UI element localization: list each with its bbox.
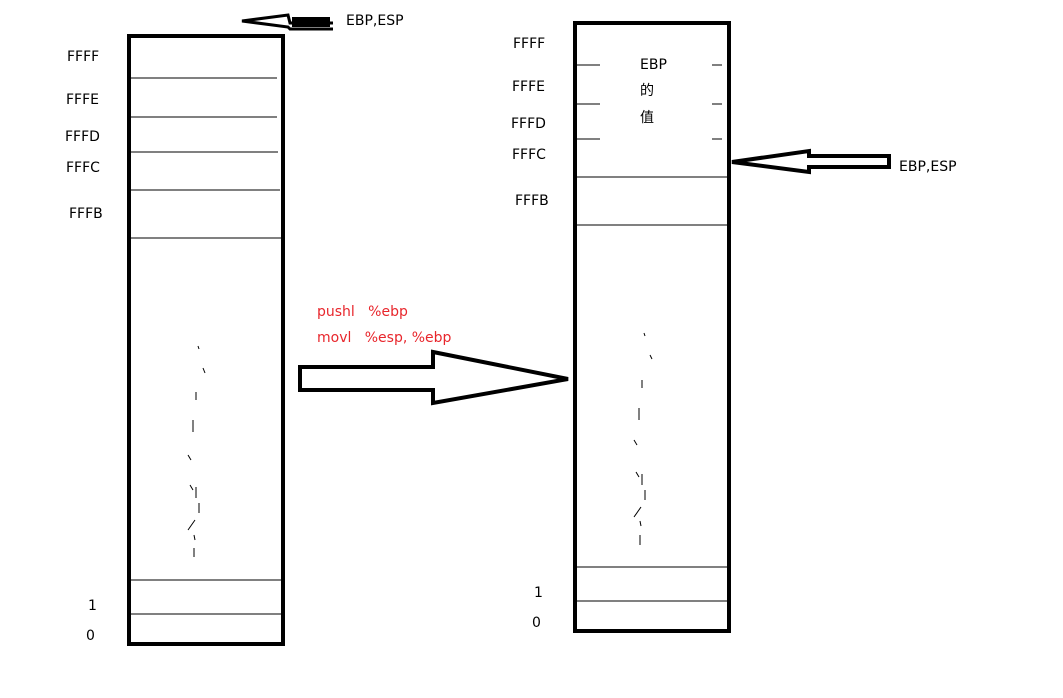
right-stack-frame	[573, 21, 731, 633]
cell-text-zhi: 值	[640, 110, 654, 126]
left-stack-ellipsis	[187, 345, 206, 557]
left-pointer-label: EBP,ESP	[346, 13, 404, 29]
left-address-1: 1	[88, 598, 97, 614]
right-pointer-label: EBP,ESP	[899, 159, 957, 175]
left-address-fffe: FFFE	[66, 92, 100, 108]
right-address-fffc: FFFC	[512, 147, 546, 163]
left-address-fffc: FFFC	[66, 160, 100, 176]
right-pointer-arrow	[731, 148, 891, 175]
cell-text-ebp: EBP	[640, 57, 667, 73]
right-address-0: 0	[532, 615, 541, 631]
left-pointer-arrow-fill	[292, 17, 330, 27]
right-stack-dividers	[577, 64, 727, 602]
left-address-ffff: FFFF	[67, 49, 100, 65]
left-address-fffd: FFFD	[65, 129, 100, 145]
right-address-1: 1	[534, 585, 543, 601]
left-address-fffb: FFFB	[69, 206, 103, 222]
right-address-ffff: FFFF	[513, 36, 546, 52]
right-address-fffb: FFFB	[515, 193, 549, 209]
cell-text-de: 的	[640, 83, 654, 99]
instruction-pushl: pushl %ebp	[317, 304, 408, 320]
left-address-0: 0	[86, 628, 95, 644]
right-stack-ellipsis	[633, 332, 653, 545]
right-address-fffe: FFFE	[512, 79, 546, 95]
left-stack-dividers	[131, 77, 281, 615]
left-stack-frame	[127, 34, 285, 646]
right-address-fffd: FFFD	[511, 116, 546, 132]
instruction-movl: movl %esp, %ebp	[317, 330, 452, 346]
left-pointer-arrow	[241, 13, 333, 31]
transition-arrow	[298, 349, 569, 406]
